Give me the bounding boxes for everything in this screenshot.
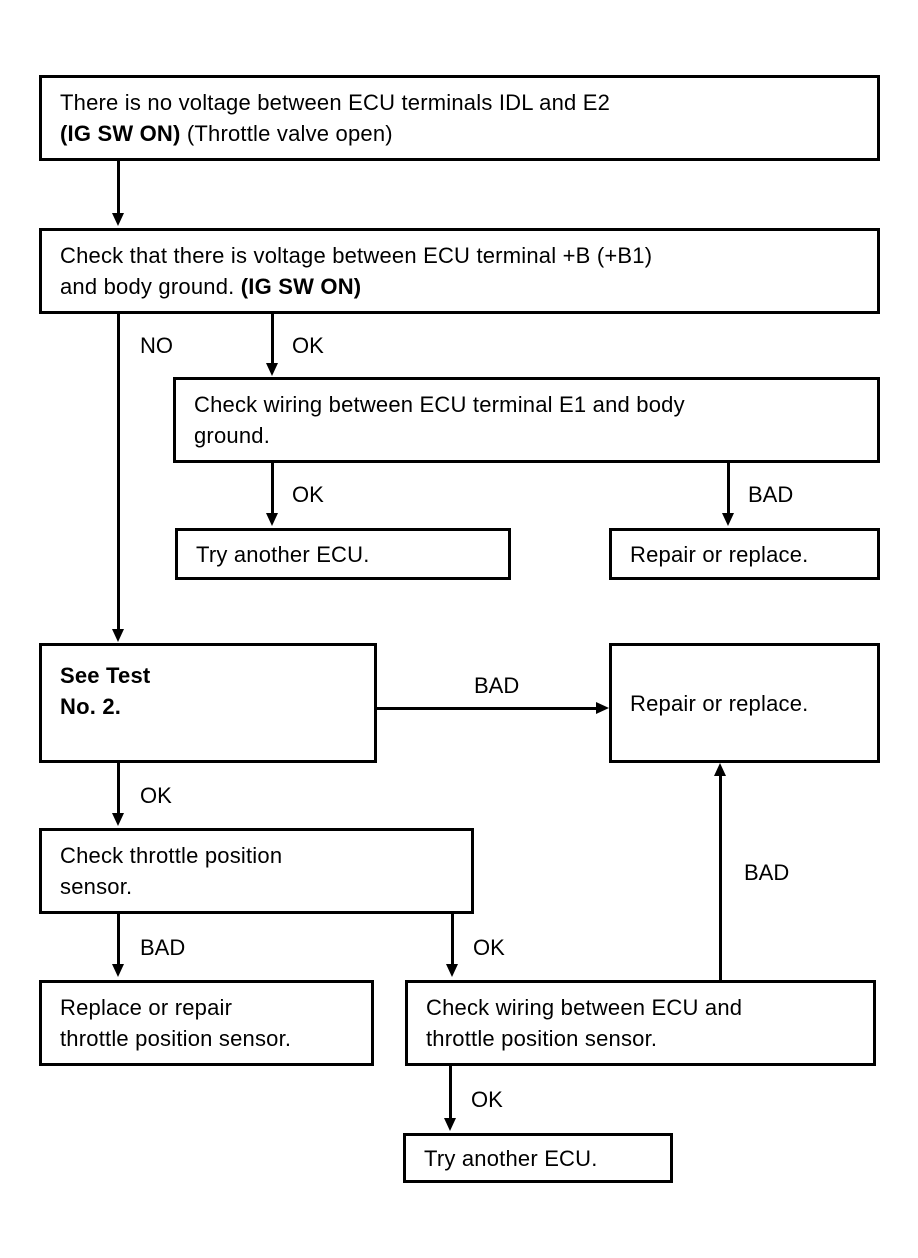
- edge-symptom-to-check-b: [117, 161, 120, 215]
- edge-ok-to-e1: [271, 314, 274, 366]
- edge-label-bad-e1: BAD: [748, 482, 794, 507]
- node-check-tps-line2: sensor.: [60, 874, 133, 899]
- node-check-b-line2: and body ground. (IG SW ON): [42, 271, 877, 302]
- arrow-ok-to-e1: [266, 363, 278, 376]
- node-check-b-line2-rest: and body ground.: [60, 274, 241, 299]
- node-try-ecu-lower-line1: Try another ECU.: [424, 1145, 598, 1171]
- node-check-throttle-position-sensor: Check throttle position sensor.: [39, 828, 474, 914]
- edge-label-ok-tps: OK: [473, 935, 505, 960]
- edge-bad-wiring-to-repair-mid: [719, 775, 722, 981]
- node-see-test-2: See Test No. 2.: [39, 643, 377, 763]
- edge-ok-tps-to-wiring: [451, 914, 454, 966]
- edge-bad-tps-to-replace: [117, 914, 120, 966]
- node-replace-tps-line1: Replace or repair: [60, 995, 233, 1020]
- node-symptom-line1: There is no voltage between ECU terminal…: [60, 90, 611, 115]
- edge-label-no: NO: [140, 333, 173, 358]
- node-check-tps-line1: Check throttle position: [60, 843, 283, 868]
- node-repair-or-replace-upper: Repair or replace.: [609, 528, 880, 580]
- arrow-bad-wiring-to-repair-mid: [714, 763, 726, 776]
- arrow-bad-to-repair-upper: [722, 513, 734, 526]
- edge-label-ok-e1: OK: [292, 482, 324, 507]
- edge-ok-to-try-ecu-upper: [271, 463, 274, 515]
- node-try-ecu-upper-line1: Try another ECU.: [196, 541, 370, 567]
- arrow-bad-test2-to-repair-mid: [596, 702, 609, 714]
- arrow-ok-tps-to-wiring: [446, 964, 458, 977]
- node-symptom-line2: (IG SW ON) (Throttle valve open): [42, 118, 877, 149]
- node-symptom-line2-bold: (IG SW ON): [60, 121, 181, 146]
- node-replace-tps-line2: throttle position sensor.: [60, 1026, 292, 1051]
- node-replace-throttle-position-sensor: Replace or repair throttle position sens…: [39, 980, 374, 1066]
- node-try-another-ecu-lower: Try another ECU.: [403, 1133, 673, 1183]
- edge-label-bad-tps: BAD: [140, 935, 186, 960]
- arrow-ok-test2-to-tps: [112, 813, 124, 826]
- arrow-no-branch: [112, 629, 124, 642]
- node-symptom-line2-rest: (Throttle valve open): [180, 121, 393, 146]
- node-check-e1-line2: ground.: [194, 423, 271, 448]
- node-check-tps-wiring-line2: throttle position sensor.: [426, 1026, 658, 1051]
- node-check-ecu-tps-wiring: Check wiring between ECU and throttle po…: [405, 980, 876, 1066]
- edge-no-branch: [117, 314, 120, 631]
- edge-bad-test2-to-repair-mid: [377, 707, 596, 710]
- node-try-another-ecu-upper: Try another ECU.: [175, 528, 511, 580]
- edge-label-bad-test2: BAD: [474, 673, 520, 698]
- edge-bad-to-repair-upper: [727, 463, 730, 515]
- node-repair-or-replace-mid: Repair or replace.: [609, 643, 880, 763]
- edge-label-ok-wiring: OK: [471, 1087, 503, 1112]
- node-check-b-line2-bold: (IG SW ON): [240, 274, 362, 299]
- node-symptom: There is no voltage between ECU terminal…: [39, 75, 880, 161]
- arrow-symptom-to-check-b: [112, 213, 124, 226]
- node-see-test-2-line2: No. 2.: [60, 694, 122, 719]
- node-repair-mid-line1: Repair or replace.: [630, 690, 809, 716]
- node-check-b-voltage: Check that there is voltage between ECU …: [39, 228, 880, 314]
- node-check-e1-line1: Check wiring between ECU terminal E1 and…: [194, 392, 685, 417]
- arrow-ok-to-try-ecu-upper: [266, 513, 278, 526]
- node-check-b-line1: Check that there is voltage between ECU …: [60, 243, 653, 268]
- edge-label-bad-wiring: BAD: [744, 860, 790, 885]
- node-check-e1-wiring: Check wiring between ECU terminal E1 and…: [173, 377, 880, 463]
- edge-label-ok-to-e1: OK: [292, 333, 324, 358]
- node-repair-upper-line1: Repair or replace.: [630, 541, 809, 567]
- edge-ok-wiring-to-try-ecu-lower: [449, 1066, 452, 1120]
- edge-ok-test2-to-tps: [117, 763, 120, 815]
- arrow-ok-wiring-to-try-ecu-lower: [444, 1118, 456, 1131]
- arrow-bad-tps-to-replace: [112, 964, 124, 977]
- node-check-tps-wiring-line1: Check wiring between ECU and: [426, 995, 743, 1020]
- node-see-test-2-line1: See Test: [60, 663, 151, 688]
- edge-label-ok-test2: OK: [140, 783, 172, 808]
